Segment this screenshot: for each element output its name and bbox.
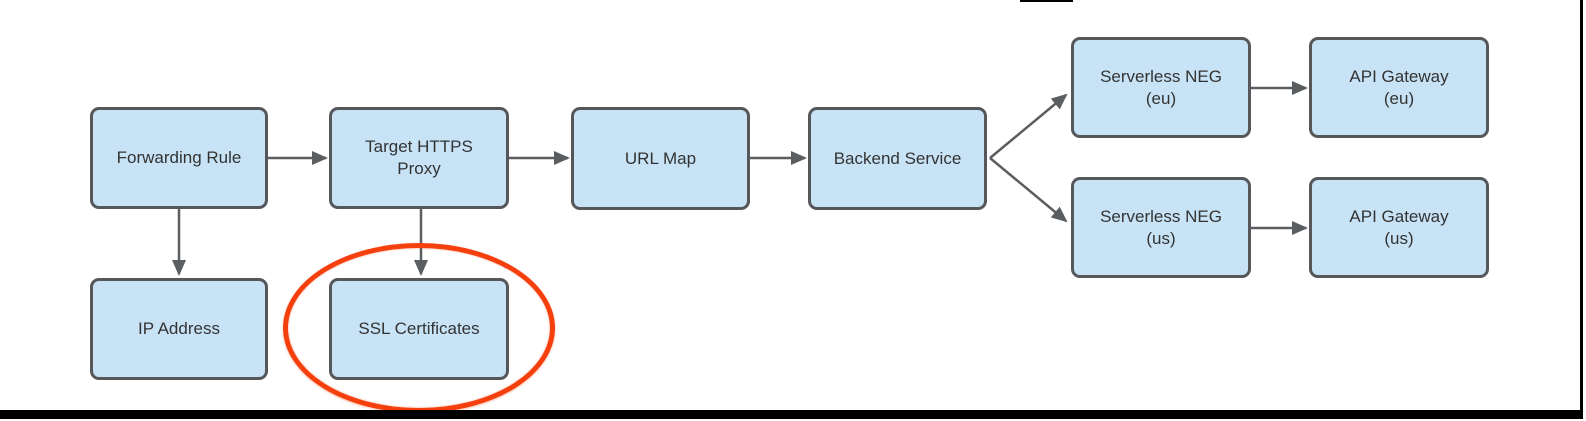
node-serverless-neg-eu: Serverless NEG (eu)	[1071, 37, 1251, 138]
node-label: IP Address	[138, 319, 220, 338]
node-target-https-proxy: Target HTTPS Proxy	[329, 107, 509, 209]
node-label: SSL Certificates	[358, 319, 480, 338]
node-ssl-certificates: SSL Certificates	[329, 278, 509, 380]
node-label: Target HTTPS	[365, 137, 473, 156]
node-forwarding-rule: Forwarding Rule	[90, 107, 268, 209]
node-label: Backend Service	[833, 148, 962, 168]
slide-edge-right	[1580, 0, 1583, 419]
node-label: API Gateway	[1349, 66, 1449, 86]
node-ip-address: IP Address	[90, 278, 268, 380]
node-api-gateway-eu: API Gateway (eu)	[1309, 37, 1489, 138]
node-url-map: URL Map	[571, 107, 750, 210]
node-label: (us)	[1146, 228, 1176, 248]
node-label: URL Map	[624, 148, 697, 168]
node-api-gateway-us: API Gateway (us)	[1309, 177, 1489, 278]
node-label: (eu)	[1145, 88, 1177, 108]
slide-edge-top-fragment	[1020, 0, 1073, 2]
edge-backend-service-to-serverless-neg-eu	[989, 93, 1068, 159]
node-label: (eu)	[1383, 88, 1415, 108]
node-label: Serverless NEG	[1100, 66, 1222, 86]
node-label: Serverless NEG	[1100, 206, 1222, 226]
node-backend-service: Backend Service	[808, 107, 987, 210]
node-label: API Gateway	[1349, 206, 1449, 226]
node-label: (us)	[1384, 228, 1414, 248]
slide-edge-bottom	[0, 410, 1583, 419]
node-serverless-neg-us: Serverless NEG (us)	[1071, 177, 1251, 278]
edge-backend-service-to-serverless-neg-us	[989, 157, 1068, 223]
node-label: Forwarding Rule	[116, 148, 242, 167]
node-label: Proxy	[397, 159, 441, 178]
